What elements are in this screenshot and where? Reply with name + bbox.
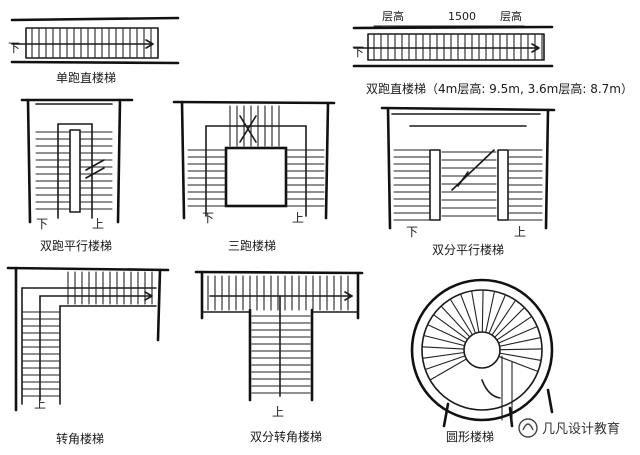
down-mark: 下 [406,225,418,239]
watermark-logo-icon [518,418,538,438]
down-mark: 下 [352,45,364,59]
stair-tread [421,346,465,350]
stair-tread [499,348,543,351]
stair-tread [449,298,474,336]
stair-tread [432,314,468,340]
down-mark: 下 [202,211,214,225]
up-mark: 上 [272,405,284,419]
corner-stair-label: 转角楼梯 [56,431,104,446]
dimension-value: 1500 [448,10,476,23]
stair-tread [423,334,466,347]
stair-tread [459,293,477,334]
stair-tread [481,289,484,333]
stair-tread [491,299,517,336]
double-run-parallel-stair-label: 双跑平行楼梯 [40,238,112,253]
circular-stair-label: 圆形楼梯 [446,429,494,444]
watermark: 几凡设计教育 [518,418,620,438]
stair-tread [499,336,542,347]
stair-tread [485,290,496,333]
double-split-corner-stair-label: 双分转角楼梯 [250,429,322,444]
double-run-straight-stair-drawing: 层高 1500 层高 下 [352,9,554,68]
stair-tread [494,307,525,338]
stair-tread [498,326,538,344]
stair-tread [488,294,506,334]
stair-tread [429,358,467,381]
up-mark: 上 [92,217,104,231]
single-run-stair-drawing: 下 [8,16,180,65]
down-mark: 下 [8,41,20,55]
double-run-straight-stair-label: 双跑直楼梯（4m层高: 9.5m, 3.6m层高: 8.7m） [366,81,633,96]
triple-run-stair-drawing: 下 上 [172,100,336,225]
stair-tread [496,315,533,341]
down-mark: 下 [36,217,48,231]
stair-tread [499,352,542,361]
watermark-text: 几凡设计教育 [542,421,620,437]
corner-stair-drawing: 上 [6,266,170,412]
stair-tread [471,290,480,333]
circular-stair-drawing [410,278,554,428]
double-split-parallel-stair-label: 双分平行楼梯 [432,242,504,257]
single-run-stair-label: 单跑直楼梯 [56,70,116,85]
stair-tread [498,355,539,373]
double-run-parallel-stair-drawing: 下 上 [20,98,134,231]
up-mark: 上 [292,211,304,225]
up-mark: 上 [514,225,526,239]
stair-tread [427,324,467,343]
double-split-parallel-stair-drawing: 下 上 [380,106,556,239]
up-mark: 上 [34,397,46,411]
triple-run-stair-label: 三跑楼梯 [228,238,276,253]
stair-tread [422,351,465,359]
stair-tread [424,355,466,371]
stair-tread [440,305,471,338]
dimension-floor-height-right: 层高 [500,9,522,23]
dimension-floor-height-left: 层高 [382,9,404,23]
double-split-corner-stair-drawing: 上 [194,270,364,419]
